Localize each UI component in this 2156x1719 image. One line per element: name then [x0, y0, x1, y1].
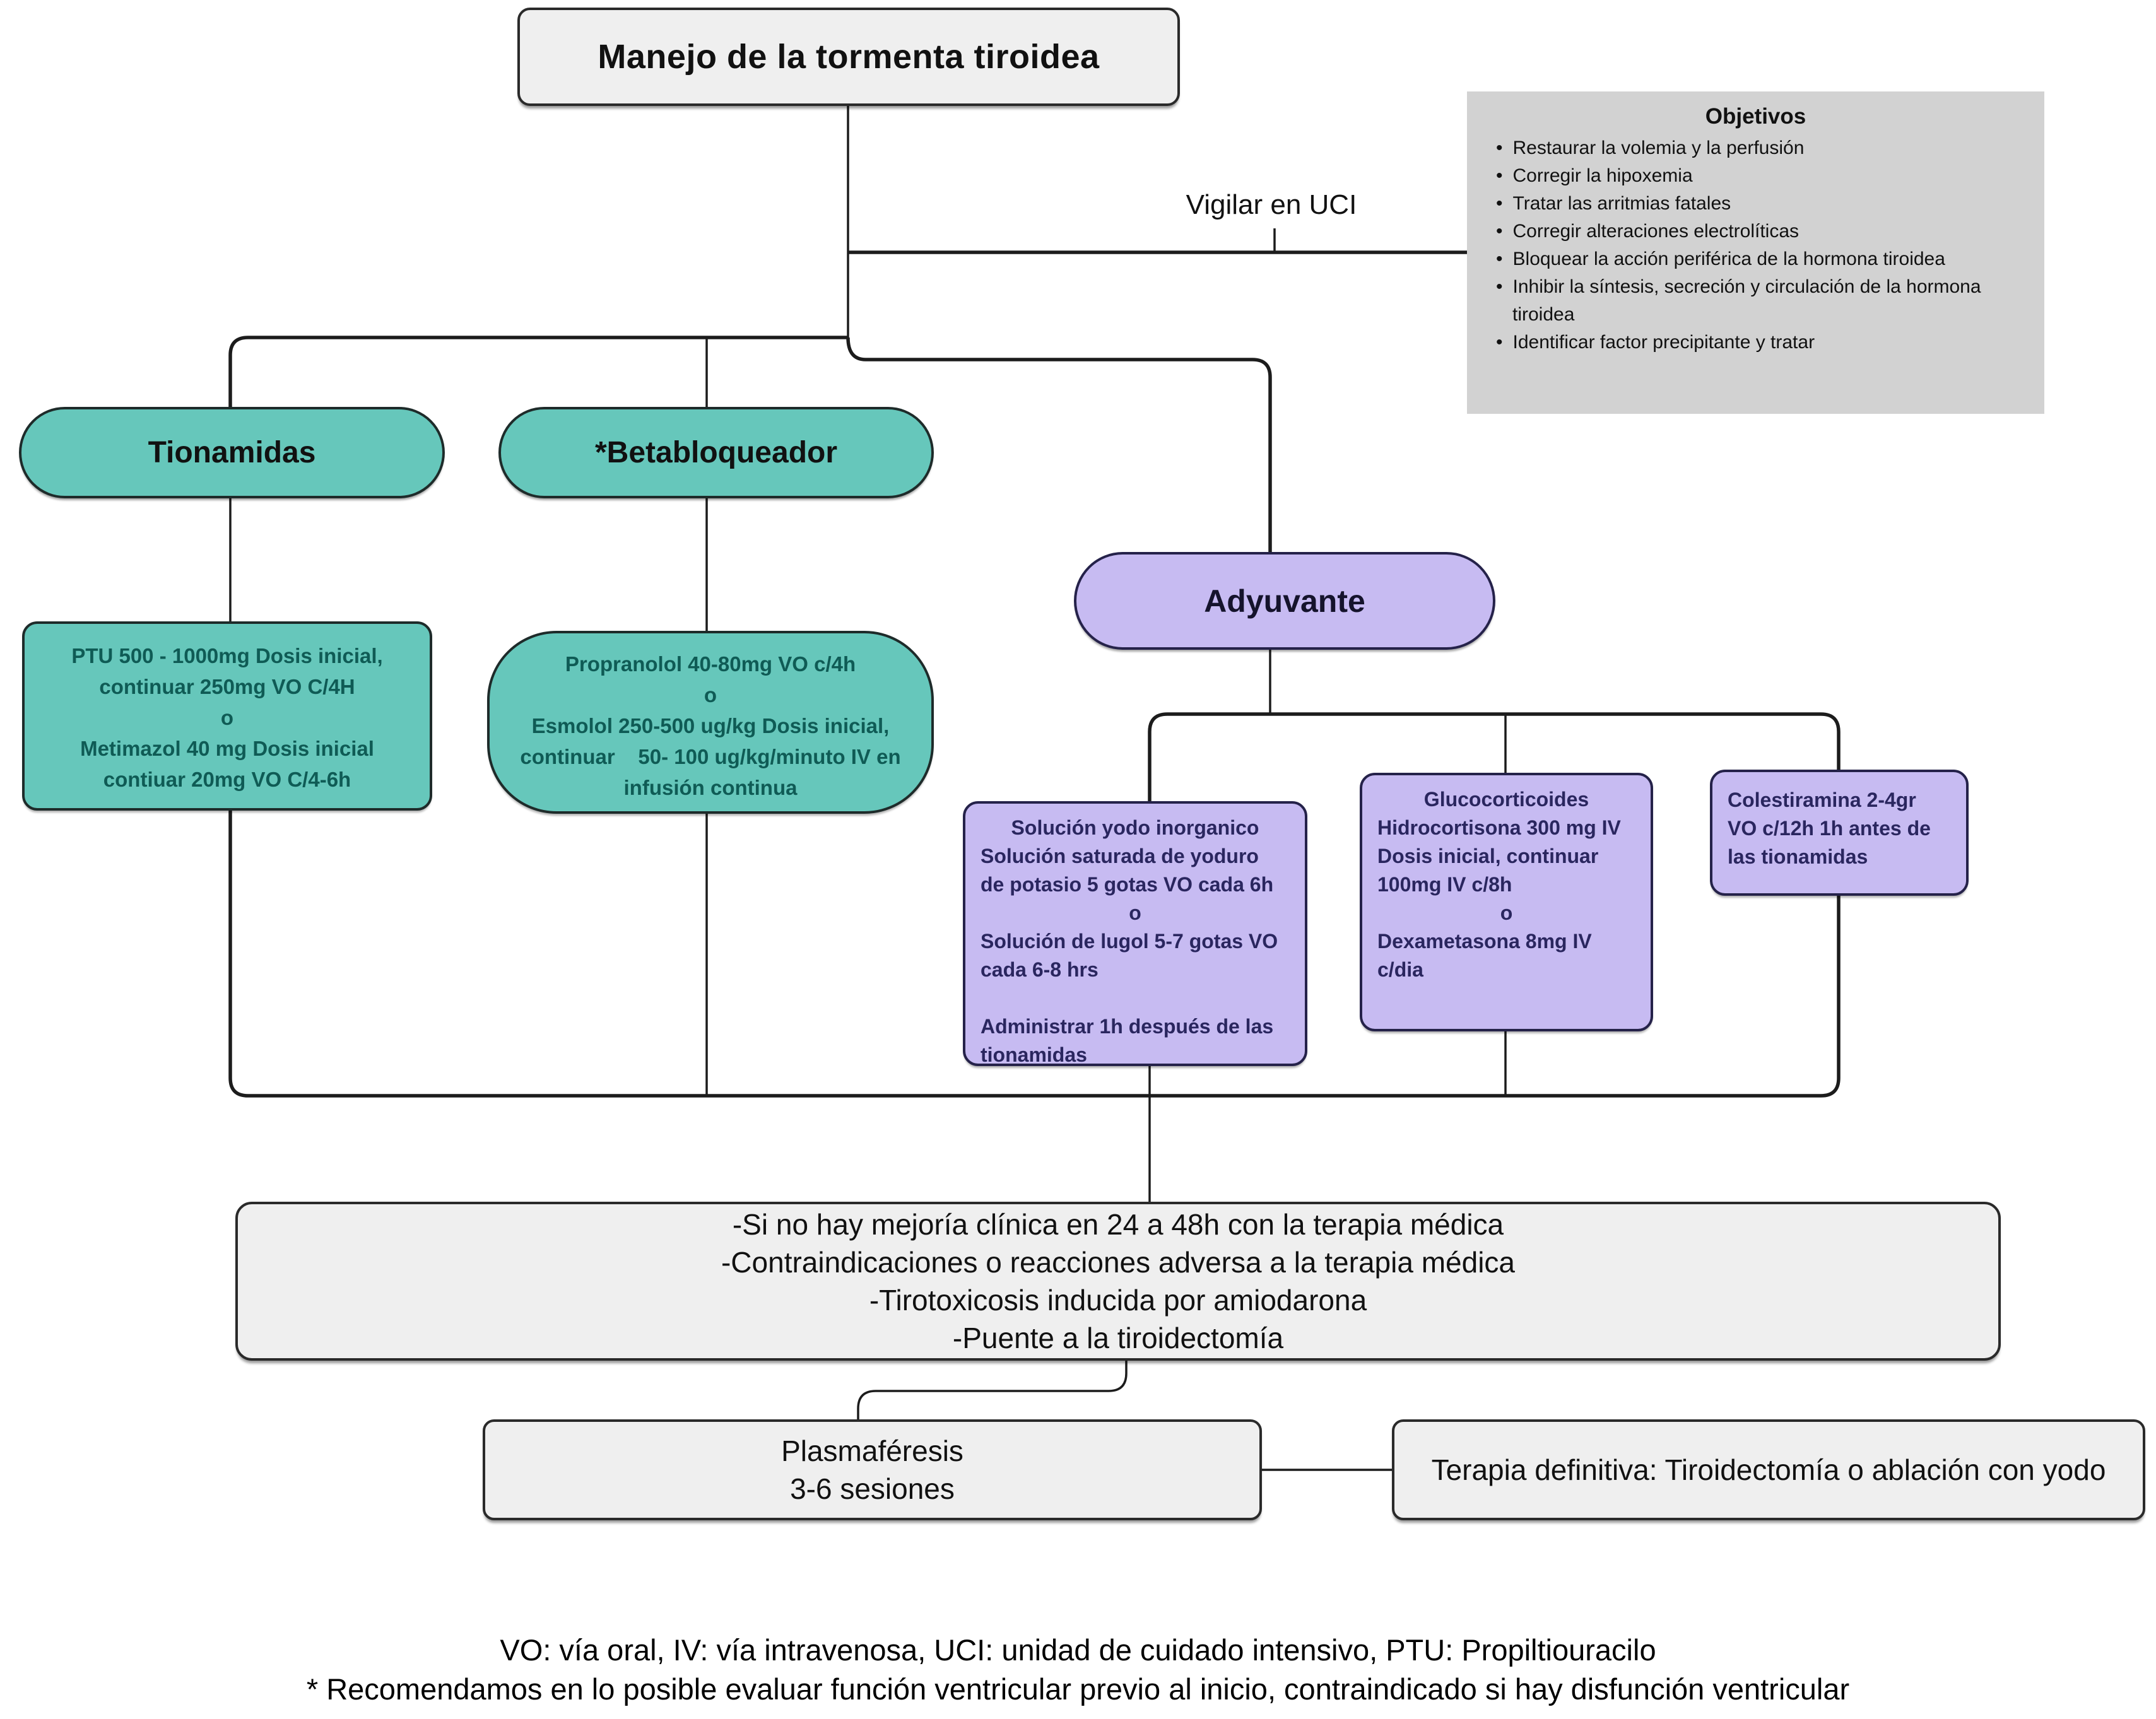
objectives-title: Objetivos — [1705, 104, 1806, 129]
betabloqueador-label: *Betabloqueador — [594, 436, 838, 469]
title-box: Manejo de la tormenta tiroidea — [517, 8, 1180, 106]
list-item: Inhibir la síntesis, secreción y circula… — [1486, 273, 2025, 329]
list-item: Corregir alteraciones electrolíticas — [1486, 218, 2025, 245]
connector-branch-right — [846, 337, 1272, 552]
footnotes: VO: vía oral, IV: vía intravenosa, UCI: … — [0, 1631, 2156, 1709]
page-title: Manejo de la tormenta tiroidea — [598, 38, 1100, 76]
adyuvante-label: Adyuvante — [1204, 583, 1365, 619]
connector-adyuvante-split — [1148, 712, 1841, 801]
list-item: Restaurar la volemia y la perfusión — [1486, 134, 2025, 162]
list-item: Tratar las arritmias fatales — [1486, 190, 2025, 218]
betabloqueador-pill: *Betabloqueador — [498, 407, 934, 498]
connector-merge-line — [228, 811, 1841, 1098]
yodo-solution-box: Solución yodo inorganico Solución satura… — [963, 801, 1307, 1066]
tionamidas-pill: Tionamidas — [19, 407, 445, 498]
glucocorticoides-box: Glucocorticoides Hidrocortisona 300 mg I… — [1360, 773, 1653, 1031]
list-item: Identificar factor precipitante y tratar — [1486, 329, 2025, 356]
yodo-solution-title: Solución yodo inorganico — [1011, 816, 1259, 839]
objectives-list: Restaurar la volemia y la perfusiónCorre… — [1486, 134, 2025, 356]
monitor-uci-label: Vigilar en UCI — [1186, 189, 1357, 220]
definitive-therapy-label: Terapia definitiva: Tiroidectomía o abla… — [1431, 1453, 2106, 1486]
tionamidas-dose-box: PTU 500 - 1000mg Dosis inicial,continuar… — [22, 621, 432, 811]
objectives-box: Objetivos Restaurar la volemia y la perf… — [1467, 91, 2044, 414]
escalation-criteria-text: -Si no hay mejoría clínica en 24 a 48h c… — [721, 1208, 1515, 1354]
connector-branch-left — [228, 336, 848, 407]
footnote-betablocker-warning: * Recomendamos en lo posible evaluar fun… — [306, 1672, 1850, 1706]
glucocorticoides-title: Glucocorticoides — [1423, 788, 1589, 811]
list-item: Corregir la hipoxemia — [1486, 162, 2025, 190]
definitive-therapy-box: Terapia definitiva: Tiroidectomía o abla… — [1392, 1419, 2145, 1520]
footnote-abbreviations: VO: vía oral, IV: vía intravenosa, UCI: … — [500, 1633, 1656, 1667]
tionamidas-label: Tionamidas — [148, 436, 316, 469]
escalation-criteria-box: -Si no hay mejoría clínica en 24 a 48h c… — [235, 1202, 2001, 1361]
connector-criteria-to-plasma — [857, 1361, 1128, 1419]
list-item: Bloquear la acción periférica de la horm… — [1486, 245, 2025, 273]
adyuvante-pill: Adyuvante — [1074, 552, 1495, 650]
